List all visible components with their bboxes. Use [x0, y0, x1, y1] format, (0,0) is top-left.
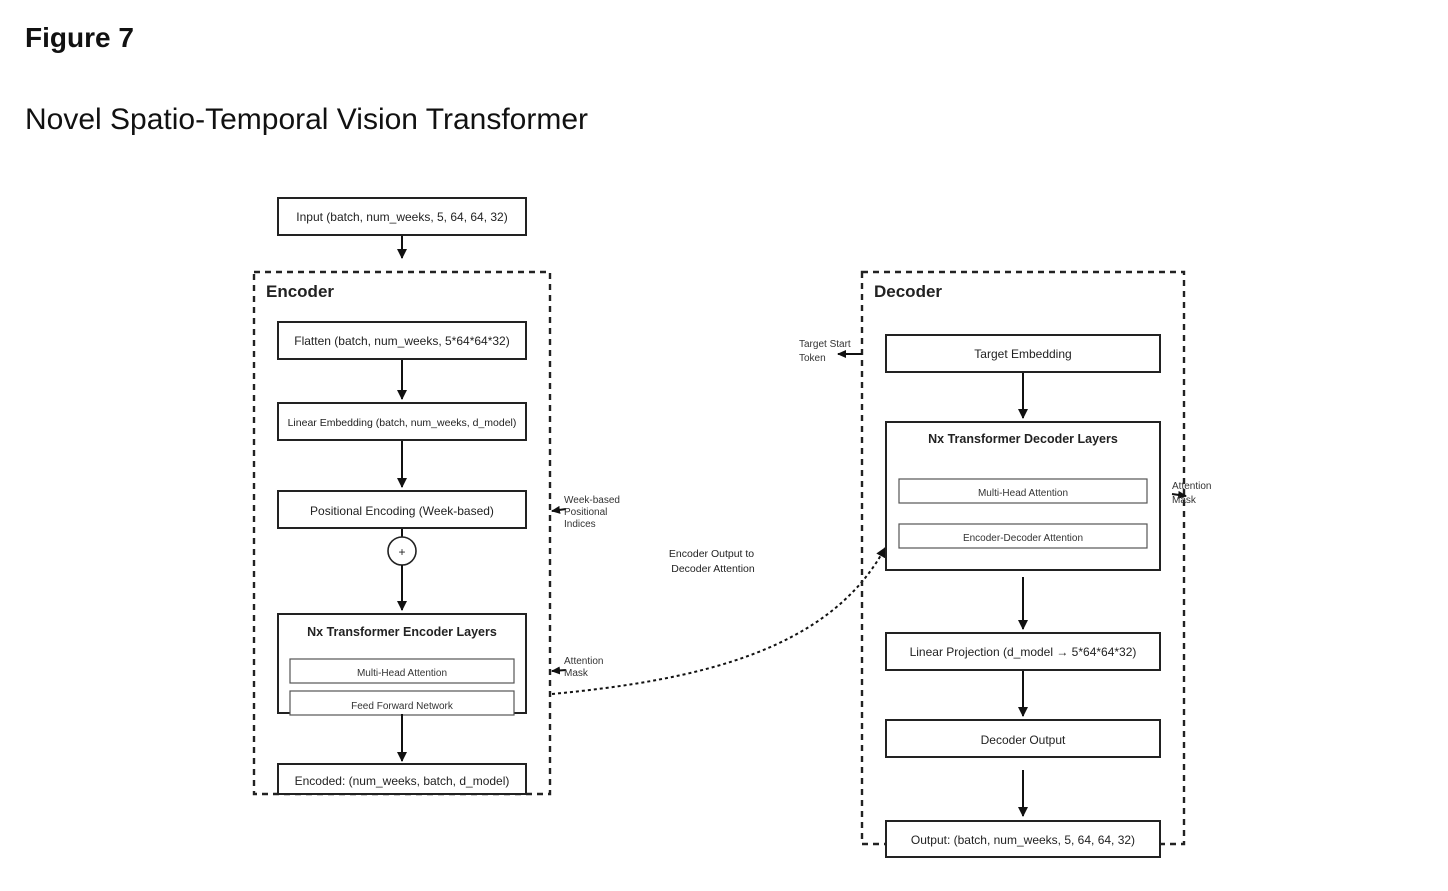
positional-encoding-label: Positional Encoding (Week-based) [310, 504, 494, 518]
decoder-cross-attention-label: Encoder-Decoder Attention [963, 533, 1083, 544]
decoder-output-label: Decoder Output [981, 733, 1066, 747]
encoder-to-decoder-connector [551, 547, 886, 695]
encoder-layers-title: Nx Transformer Encoder Layers [307, 625, 497, 639]
arrow-decoder-attention-mask [1171, 490, 1187, 499]
positional-indices-note: Week-based Positional Indices [564, 495, 623, 530]
linear-embedding-label: Linear Embedding (batch, num_weeks, d_mo… [288, 417, 517, 429]
encoder-multi-head-box [289, 658, 515, 684]
encoder-mask-note-line-2: Mask [564, 668, 589, 679]
final-output-box [885, 820, 1161, 858]
flatten-box [277, 321, 527, 360]
linear-projection-box [885, 632, 1161, 671]
linear-embedding-box [277, 402, 527, 441]
start-token-line-2: Token [799, 353, 826, 364]
encoder-multi-head-label: Multi-Head Attention [357, 668, 447, 679]
input-label: Input (batch, num_weeks, 5, 64, 64, 32) [296, 210, 507, 224]
decoder-attention-mask-note: Attention Mask [1172, 481, 1214, 506]
input-box [277, 197, 527, 236]
decoder-title: Decoder [874, 282, 942, 301]
arrow-positional-indices [551, 505, 567, 514]
connector-label-line-1: Encoder Output to [669, 548, 754, 560]
final-output-label: Output: (batch, num_weeks, 5, 64, 64, 32… [911, 833, 1135, 847]
decoder-mask-note-line-1: Attention [1172, 481, 1211, 492]
target-embedding-box [885, 334, 1161, 373]
figure-title: Novel Spatio-Temporal Vision Transformer [25, 103, 589, 136]
positional-encoding-box [277, 490, 527, 529]
encoder-attention-mask-note: Attention Mask [564, 656, 606, 679]
encoder-title: Encoder [266, 282, 334, 301]
positional-note-line-1: Week-based [564, 495, 620, 506]
decoder-multi-head-box [898, 478, 1148, 504]
decoder-multi-head-label: Multi-Head Attention [978, 488, 1068, 499]
positional-note-line-2: Positional [564, 507, 607, 518]
encoded-label: Encoded: (num_weeks, batch, d_model) [295, 774, 510, 788]
encoder-ffn-label: Feed Forward Network [351, 701, 454, 712]
start-token-line-1: Target Start [799, 339, 851, 350]
target-embedding-label: Target Embedding [974, 347, 1071, 361]
figure-label: Figure 7 [25, 22, 134, 53]
connector-label: Encoder Output to Decoder Attention [669, 548, 757, 575]
decoder-layers-title: Nx Transformer Decoder Layers [928, 432, 1118, 446]
decoder-mask-note-line-2: Mask [1172, 495, 1197, 506]
flatten-label: Flatten (batch, num_weeks, 5*64*64*32) [294, 334, 509, 348]
encoder-region [252, 270, 552, 796]
linear-projection-label: Linear Projection (d_model → 5*64*64*32) [910, 645, 1137, 659]
arrow-encoder-attention-mask [551, 666, 567, 675]
encoder-mask-note-line-1: Attention [564, 656, 603, 667]
positional-note-line-3: Indices [564, 519, 596, 530]
decoder-region [860, 270, 1186, 846]
encoded-box [277, 763, 527, 795]
decoder-cross-attention-box [898, 523, 1148, 549]
add-operator-symbol: + [398, 545, 405, 559]
connector-label-line-2: Decoder Attention [671, 563, 755, 575]
target-start-token-note: Target Start Token [799, 339, 853, 364]
decoder-output-box [885, 719, 1161, 758]
